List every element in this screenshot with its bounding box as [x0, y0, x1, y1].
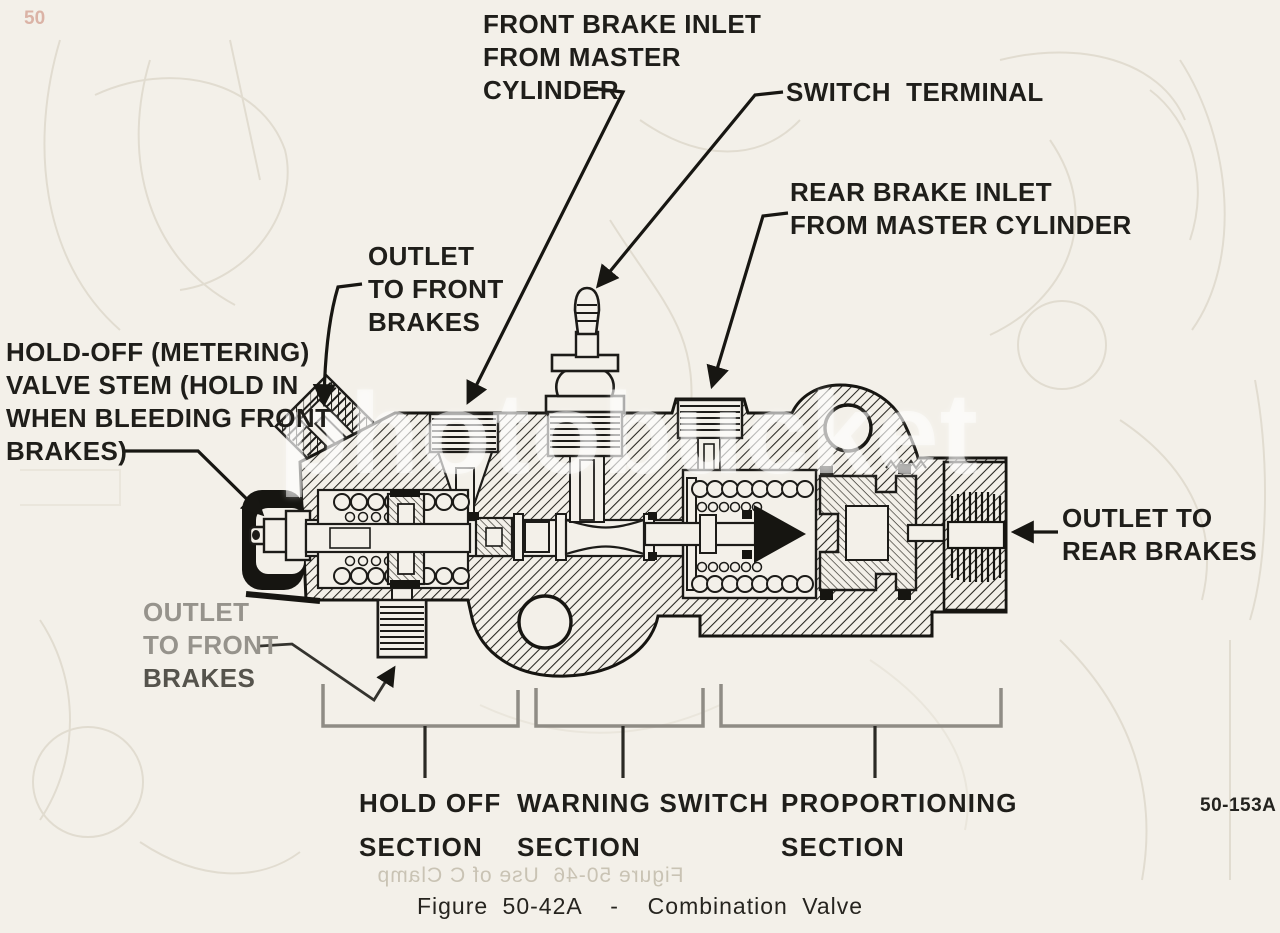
- leader-outlet-front-bottom: [259, 642, 396, 702]
- callout-outlet-to-front-brakes-bottom: OUTLET TO FRONT: [143, 597, 279, 660]
- lower-mounting-hole: [517, 594, 573, 650]
- callout-outlet-to-rear-brakes: OUTLET TO REAR BRAKES: [1062, 503, 1258, 566]
- holdoff-internals: [304, 488, 472, 590]
- section-label-proportioning: PROPORTIONING SECTION: [781, 788, 1018, 862]
- leader-lines: [124, 86, 1058, 702]
- warning-switch-internals: [468, 286, 657, 561]
- proportioning-internals: [643, 464, 958, 600]
- corner-page-mark: 50: [24, 8, 46, 29]
- bracket-proportioning: [719, 684, 1003, 728]
- callout-holdoff-metering-valve-stem: HOLD-OFF (METERING) VALVE STEM (HOLD IN …: [6, 337, 332, 466]
- section-brackets: [321, 684, 1003, 778]
- section-label-warning-switch: WARNING SWITCH SECTION: [517, 788, 770, 862]
- leader-rear-inlet: [706, 211, 789, 390]
- warning-switch-tower: [544, 286, 626, 458]
- leader-holdoff-stem: [124, 449, 265, 517]
- poppet-cone: [754, 505, 806, 563]
- section-label-hold-off: HOLD OFF SECTION: [359, 788, 502, 862]
- callout-front-brake-inlet: FRONT BRAKE INLET FROM MASTER CYLINDER: [483, 9, 762, 105]
- leader-switch-terminal: [595, 90, 784, 289]
- switch-terminal-pin: [573, 286, 601, 336]
- callout-outlet-to-front-brakes-top: OUTLET TO FRONT BRAKES: [368, 241, 504, 337]
- bracket-warning-switch: [534, 688, 705, 728]
- figure-reference-number: 50-153A: [1200, 795, 1277, 816]
- bracket-hold-off: [321, 684, 520, 728]
- end-cap: [942, 460, 1008, 612]
- callout-outlet-to-front-brakes-bottom-brakes: BRAKES: [143, 663, 256, 693]
- leader-front-inlet: [466, 86, 626, 405]
- callout-switch-terminal: SWITCH TERMINAL: [786, 77, 1044, 107]
- callout-rear-brake-inlet: REAR BRAKE INLET FROM MASTER CYLINDER: [790, 177, 1132, 240]
- figure-caption: Figure 50-42A - Combination Valve: [416, 893, 864, 919]
- mounting-hole: [823, 403, 873, 453]
- leader-outlet-front-top: [312, 282, 363, 408]
